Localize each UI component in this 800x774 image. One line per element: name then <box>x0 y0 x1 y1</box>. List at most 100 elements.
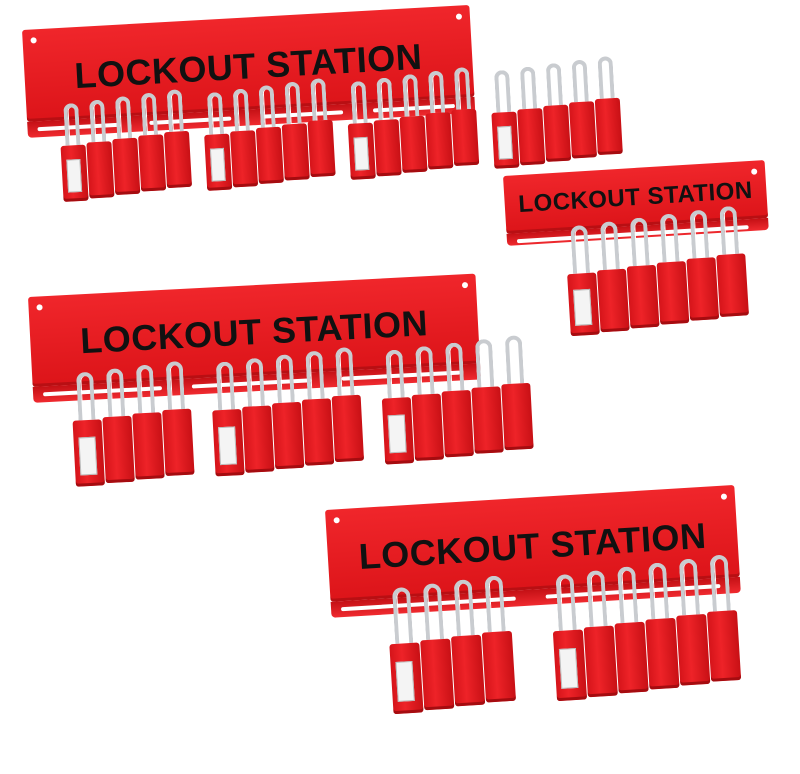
padlock-group <box>564 205 750 337</box>
padlock <box>499 335 534 451</box>
padlock-body <box>501 382 534 451</box>
lockout-station-4: LOCKOUT STATION <box>325 484 742 715</box>
padlock <box>100 368 135 484</box>
padlock-body <box>373 119 402 177</box>
padlock-body <box>645 617 680 690</box>
padlock-shackle <box>284 81 302 125</box>
padlock-shackle <box>105 368 126 417</box>
padlock-shackle <box>350 80 368 124</box>
padlock-shackle <box>718 205 740 255</box>
padlock-body <box>656 261 690 325</box>
padlock-shackle <box>688 209 710 259</box>
padlock-body <box>72 419 105 487</box>
padlock-body <box>271 401 305 470</box>
padlock-shackle <box>569 224 591 274</box>
padlock-body <box>331 394 365 463</box>
padlock-shackle <box>165 360 186 410</box>
padlock-group <box>386 575 517 715</box>
padlock-body <box>481 630 516 703</box>
padlock-body <box>347 122 376 180</box>
padlock-body <box>517 108 546 166</box>
padlock <box>210 361 245 477</box>
padlock-body <box>163 130 193 189</box>
padlock-shackle <box>274 354 296 404</box>
padlock-shackle <box>391 586 414 644</box>
padlock-body <box>716 253 749 318</box>
padlock <box>592 56 623 156</box>
padlock-body <box>596 268 630 333</box>
padlock-shackle <box>215 361 236 411</box>
padlock-group <box>489 56 624 169</box>
padlock-body <box>229 130 259 188</box>
padlock-shackle <box>444 342 465 392</box>
padlock-shackle <box>678 558 701 616</box>
padlock-id-label <box>353 136 370 171</box>
padlock-shackle <box>504 335 525 385</box>
padlock-body <box>441 389 474 458</box>
padlock-shackle <box>545 62 564 106</box>
padlock-id-label <box>218 425 237 465</box>
padlock-body <box>138 134 167 192</box>
padlock-body <box>491 111 520 169</box>
padlock-body <box>399 115 428 173</box>
padlock-body <box>86 141 115 199</box>
padlock-body <box>425 112 454 170</box>
padlock <box>409 345 445 461</box>
padlock-shackle <box>571 59 590 103</box>
padlock-group <box>345 67 480 180</box>
padlock-body <box>301 398 335 466</box>
padlock-shackle <box>453 579 476 637</box>
padlock-body <box>471 386 504 454</box>
padlock-body <box>583 625 618 698</box>
padlock <box>439 342 474 458</box>
padlock <box>240 357 275 473</box>
padlock-body <box>112 137 141 196</box>
padlock-id-label <box>78 436 98 476</box>
padlock <box>299 350 335 466</box>
padlock <box>379 349 415 465</box>
padlock-shackle <box>414 345 436 395</box>
padlock-id-label <box>395 660 416 702</box>
padlock-body <box>60 144 89 202</box>
padlock-shackle <box>334 347 356 396</box>
padlock-shackle <box>75 371 96 421</box>
padlock-shackle <box>599 221 621 271</box>
padlock-id-label <box>209 147 226 182</box>
padlock-shackle <box>245 357 266 407</box>
padlock-body <box>706 610 742 682</box>
padlock-shackle <box>647 562 670 620</box>
padlock-body <box>594 97 623 156</box>
padlock-shackle <box>629 217 651 267</box>
padlock-body <box>162 408 195 477</box>
padlock-body <box>212 408 245 477</box>
padlock <box>713 205 749 318</box>
lockout-station-2: LOCKOUT STATION <box>503 160 769 337</box>
padlock-shackle <box>304 350 326 400</box>
padlock-shackle <box>555 573 578 631</box>
padlock-shackle <box>493 69 512 113</box>
padlock-body <box>568 101 597 159</box>
padlock-shackle <box>585 570 608 628</box>
lockout-station-1: LOCKOUT STATION <box>22 4 623 202</box>
padlock-shackle <box>659 213 681 263</box>
padlock-shackle <box>258 85 277 128</box>
padlock <box>478 575 516 703</box>
lockout-station-3: LOCKOUT STATION <box>28 273 534 487</box>
padlock-row <box>70 335 555 487</box>
padlock-body <box>543 104 572 162</box>
padlock-group <box>379 335 535 465</box>
padlock-shackle <box>140 92 159 136</box>
padlock <box>329 347 365 463</box>
padlock <box>162 89 193 189</box>
padlock-id-label <box>496 125 513 160</box>
padlock-body <box>242 405 275 473</box>
padlock <box>449 67 480 167</box>
padlock-shackle <box>114 96 133 139</box>
padlock-shackle <box>616 566 639 624</box>
padlock-shackle <box>519 66 538 110</box>
padlock-id-label <box>65 158 83 193</box>
padlock-body <box>132 412 165 480</box>
padlock-body <box>281 123 310 181</box>
padlock-body <box>614 621 649 694</box>
padlock-body <box>450 634 486 707</box>
